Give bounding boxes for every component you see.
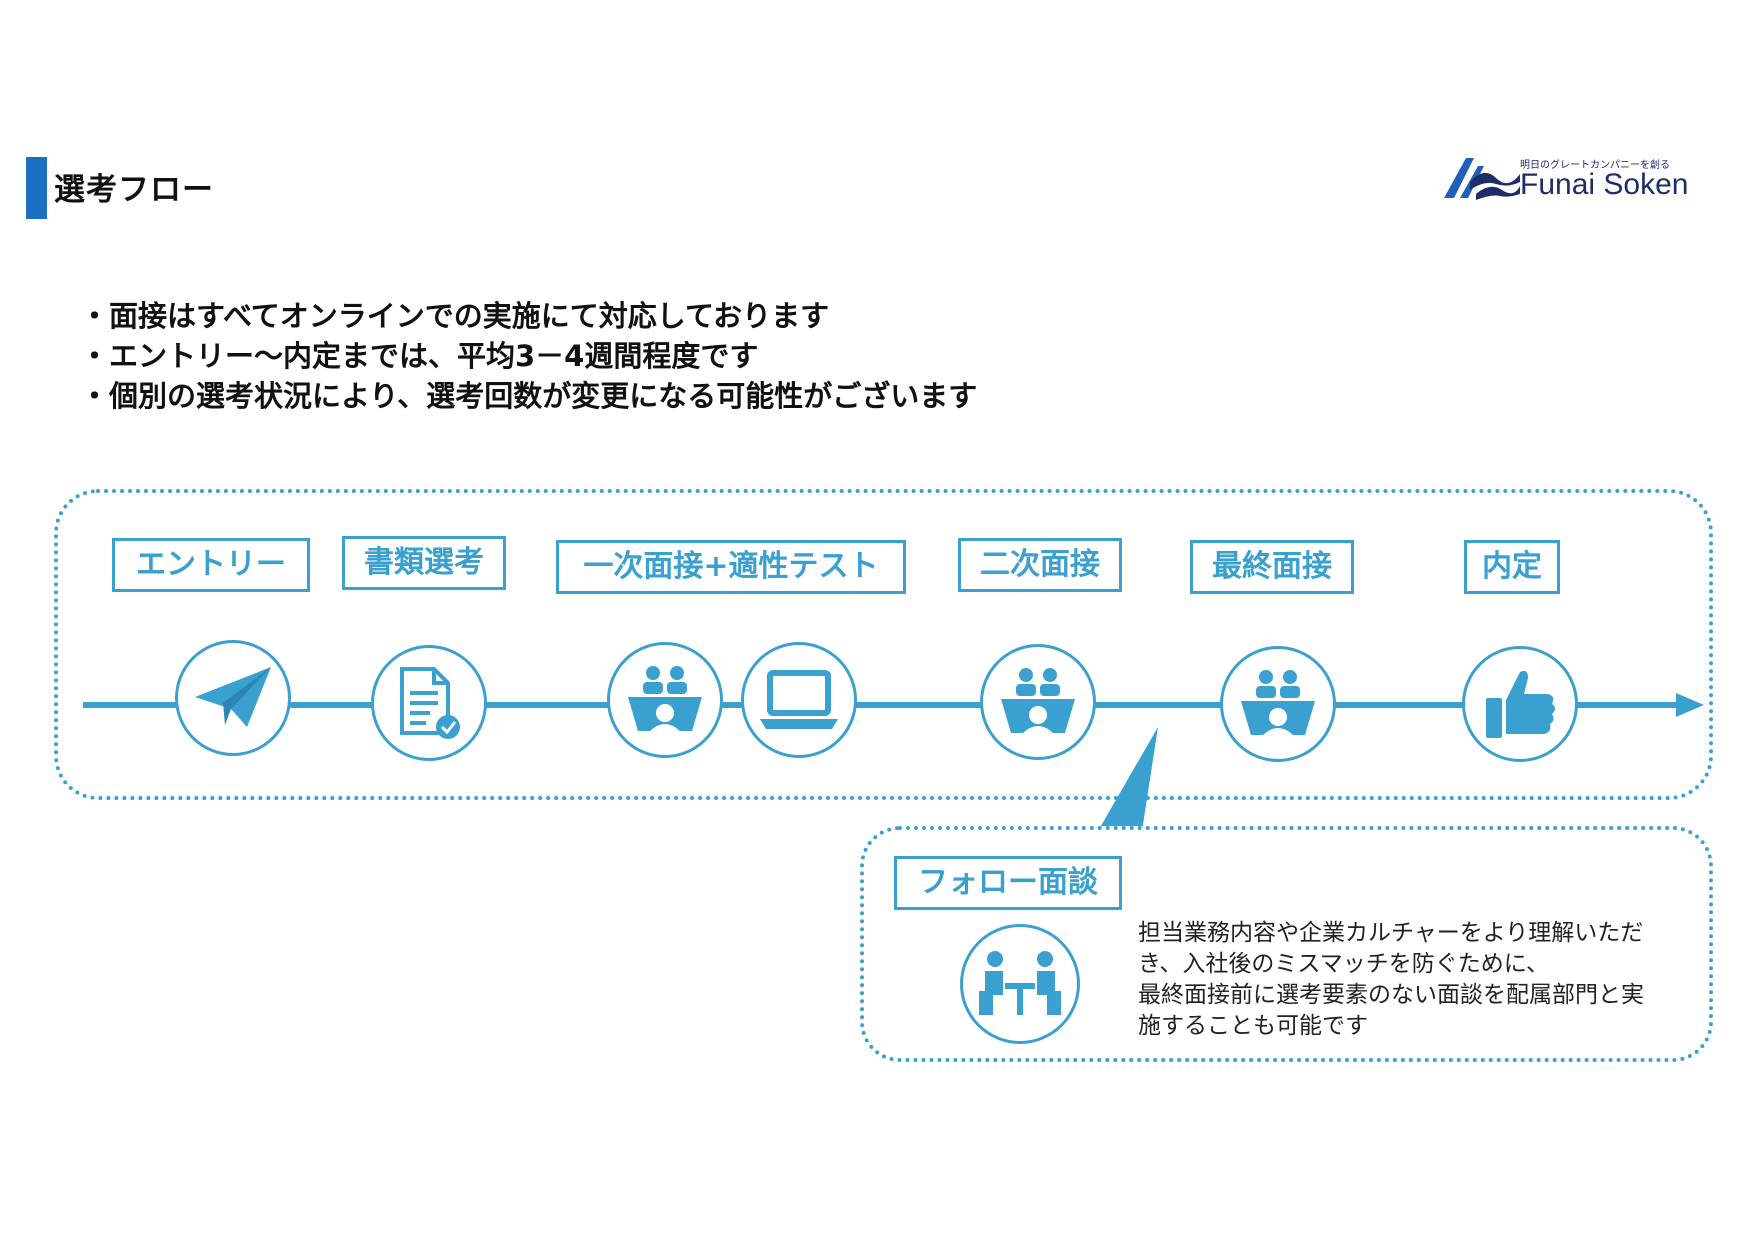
- stage-label-document-screening: 書類選考: [342, 536, 506, 590]
- follow-up-icon-circle: [960, 924, 1080, 1044]
- logo-tagline: 明日のグレートカンパニーを創る: [1520, 160, 1670, 171]
- funai-wave-icon: [1444, 158, 1520, 200]
- description-line: 施することも可能です: [1138, 1013, 1368, 1039]
- stage-icon-aptitude-test: [741, 642, 857, 758]
- timeline-arrow-icon: [1676, 693, 1704, 717]
- logo-name: Funai Soken: [1520, 168, 1689, 201]
- paper-plane-icon: [195, 667, 271, 727]
- interview-icon: [1241, 670, 1315, 735]
- description-line: 最終面接前に選考要素のない面談を配属部門と実: [1138, 982, 1644, 1008]
- stage-label-offer: 内定: [1464, 540, 1560, 594]
- bullet-item: ・個別の選考状況により、選考回数が変更になる可能性がございます: [80, 379, 978, 413]
- follow-up-description: 担当業務内容や企業カルチャーをより理解いただ き、入社後のミスマッチを防ぐために…: [1138, 918, 1708, 1042]
- selection-flow-panel: [54, 489, 1713, 800]
- follow-pointer: [1098, 727, 1158, 831]
- stage-label-final-interview: 最終面接: [1190, 540, 1354, 594]
- title-accent-bar: [26, 157, 47, 219]
- stage-icon-entry: [175, 640, 291, 756]
- timeline-line: [83, 702, 1678, 708]
- interview-icon: [628, 666, 702, 731]
- description-line: き、入社後のミスマッチを防ぐために、: [1138, 951, 1550, 977]
- bullet-item: ・面接はすべてオンラインでの実施にて対応しております: [80, 299, 830, 333]
- interview-icon: [1001, 668, 1075, 733]
- page-title: 選考フロー: [54, 172, 214, 208]
- stage-label-second-interview: 二次面接: [958, 538, 1122, 592]
- laptop-icon: [760, 670, 838, 729]
- follow-up-title: フォロー面談: [894, 856, 1122, 910]
- description-line: 担当業務内容や企業カルチャーをより理解いただ: [1138, 920, 1644, 946]
- bullet-item: ・エントリー～内定までは、平均3－4週間程度です: [80, 339, 759, 373]
- document-check-icon: [400, 667, 460, 739]
- stage-icon-interview-1: [607, 642, 723, 758]
- company-logo: 明日のグレートカンパニーを創る Funai Soken: [1440, 148, 1730, 208]
- stage-icon-offer: [1462, 646, 1578, 762]
- stage-label-entry: エントリー: [112, 538, 310, 592]
- meeting-table-icon: [979, 951, 1061, 1015]
- stage-icon-interview-final: [1220, 646, 1336, 762]
- stage-icon-document: [371, 645, 487, 761]
- stage-label-first-interview: 一次面接+適性テスト: [556, 540, 906, 594]
- bullet-list: ・面接はすべてオンラインでの実施にて対応しております ・エントリー～内定までは、…: [80, 296, 977, 416]
- thumbs-up-icon: [1486, 670, 1555, 738]
- stage-icon-interview-2: [980, 644, 1096, 760]
